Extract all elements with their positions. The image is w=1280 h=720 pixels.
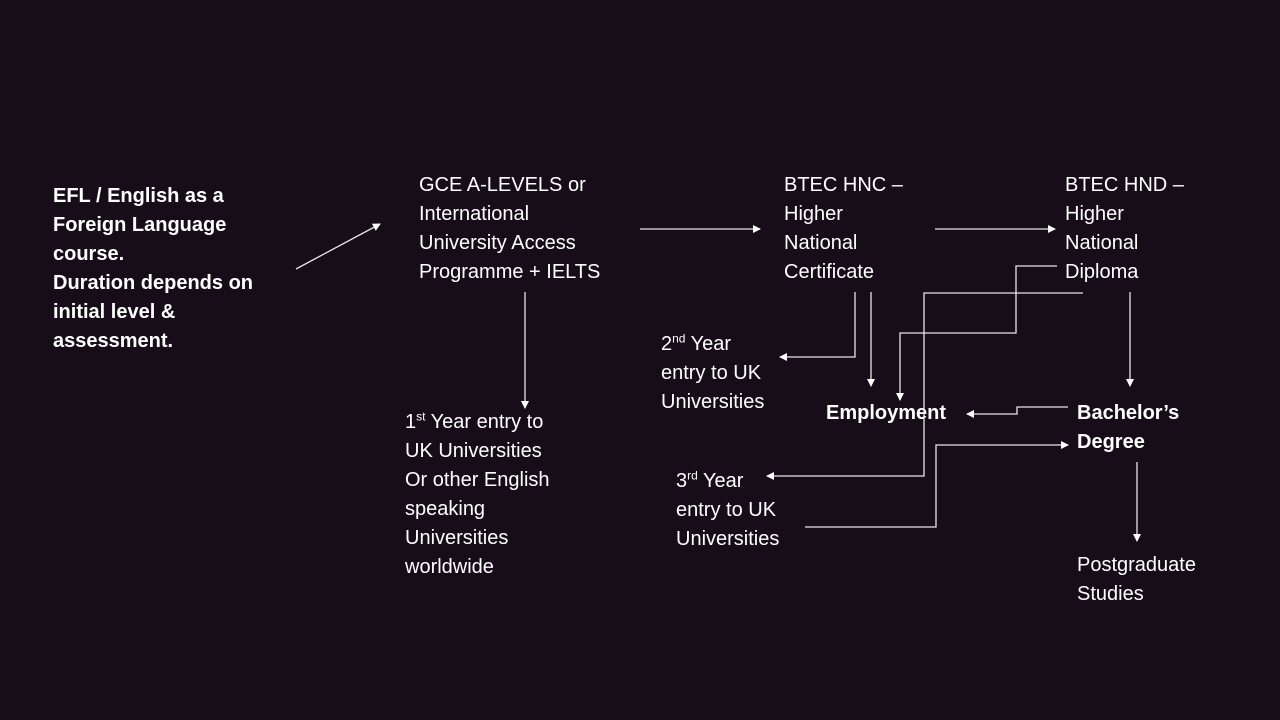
text-line: Programme + IELTS — [419, 261, 601, 283]
text-line: Postgraduate — [1077, 554, 1196, 576]
arrow-hnc-to-second-year — [779, 292, 856, 361]
text-line: assessment. — [53, 330, 174, 352]
text-line: 2nd Year — [661, 330, 764, 359]
text-line: Employment — [826, 402, 947, 424]
text-line: speaking — [405, 498, 486, 520]
text-line: worldwide — [405, 556, 494, 578]
text-line: BTEC HNC – — [784, 174, 903, 196]
text-line: University Access — [419, 232, 576, 254]
text-line: Universities — [661, 391, 765, 413]
text-line: Duration depends on — [53, 272, 253, 294]
text-line: Diploma — [1065, 261, 1139, 283]
text-line: UK Universities — [405, 440, 542, 462]
text-rest: Year — [685, 333, 732, 355]
text-line: International — [419, 203, 530, 225]
text-line: Degree — [1077, 431, 1145, 453]
arrow-bachelors-to-employment — [966, 406, 1068, 418]
ordinal-number: 3 — [676, 470, 688, 492]
text-line: Certificate — [784, 261, 875, 283]
node-first-year-entry: 1st Year entry to UK Universities Or oth… — [405, 408, 550, 582]
arrow-third-year-to-bachelors — [805, 441, 1069, 528]
text-line: 1st Year entry to — [405, 408, 550, 437]
node-second-year-entry: 2nd Year entry to UK Universities — [661, 330, 764, 417]
arrow-efl-to-gce — [295, 223, 381, 270]
text-rest: Year entry to — [425, 411, 544, 433]
text-line: National — [784, 232, 858, 254]
node-employment: Employment — [826, 399, 946, 428]
node-postgraduate: Postgraduate Studies — [1077, 551, 1196, 609]
node-bachelors: Bachelor’s Degree — [1077, 399, 1179, 457]
ordinal-number: 2 — [661, 333, 673, 355]
text-line: 3rd Year — [676, 467, 779, 496]
node-gce: GCE A-LEVELS or International University… — [419, 171, 600, 287]
text-line: EFL / English as a — [53, 185, 224, 207]
arrow-hnd-to-employment — [896, 265, 1057, 401]
text-line: GCE A-LEVELS or — [419, 174, 586, 196]
text-line: Foreign Language — [53, 214, 227, 236]
text-line: Universities — [405, 527, 509, 549]
text-line: entry to UK — [676, 499, 777, 521]
text-line: Higher — [1065, 203, 1124, 225]
text-line: National — [1065, 232, 1139, 254]
text-line: Higher — [784, 203, 843, 225]
ordinal-suffix: nd — [672, 331, 686, 346]
node-third-year-entry: 3rd Year entry to UK Universities — [676, 467, 779, 554]
text-line: course. — [53, 243, 125, 265]
node-hnc: BTEC HNC – Higher National Certificate — [784, 171, 903, 287]
arrow-hnd-to-third-year — [766, 292, 1083, 480]
text-line: BTEC HND – — [1065, 174, 1184, 196]
ordinal-suffix: st — [416, 409, 426, 424]
text-rest: Year — [697, 470, 744, 492]
text-line: entry to UK — [661, 362, 762, 384]
node-efl: EFL / English as a Foreign Language cour… — [53, 182, 253, 356]
text-line: Bachelor’s — [1077, 402, 1180, 424]
text-line: Studies — [1077, 583, 1144, 605]
ordinal-number: 1 — [405, 411, 417, 433]
text-line: Universities — [676, 528, 780, 550]
text-line: Or other English — [405, 469, 550, 491]
node-hnd: BTEC HND – Higher National Diploma — [1065, 171, 1184, 287]
text-line: initial level & — [53, 301, 176, 323]
ordinal-suffix: rd — [687, 468, 698, 483]
